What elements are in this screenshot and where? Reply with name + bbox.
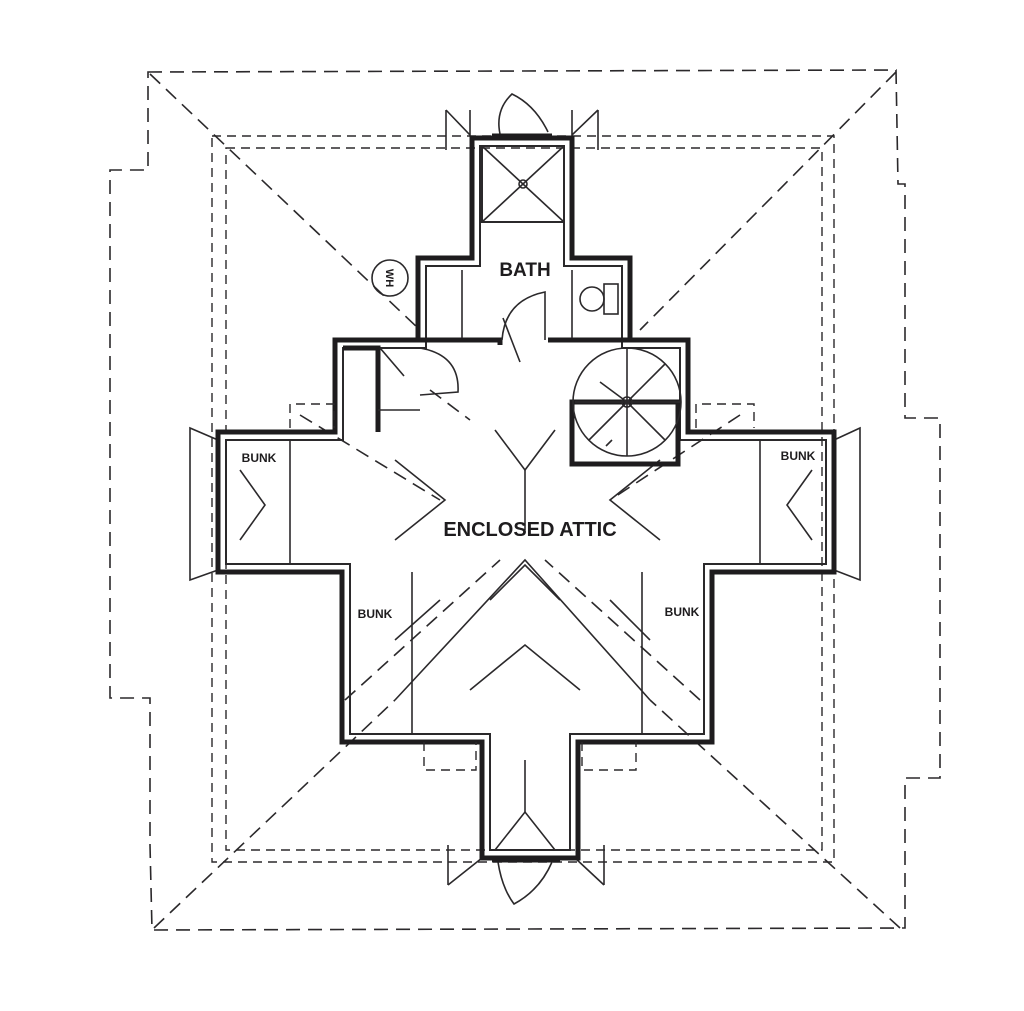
eave-line-outer — [211, 135, 835, 863]
room-label-attic: ENCLOSED ATTIC — [443, 519, 616, 541]
dormer-gables — [189, 109, 861, 886]
eave-line-inner — [225, 147, 823, 851]
closet-door-arc — [419, 347, 459, 396]
interior-wall-line — [225, 145, 827, 851]
tower-door-arc — [498, 93, 549, 135]
tower-room — [481, 145, 565, 223]
water-heater-label: WH — [383, 269, 395, 287]
roof-outline — [109, 69, 941, 931]
window-bumps — [289, 403, 755, 771]
ridge-lines — [239, 429, 813, 851]
toilet — [579, 283, 619, 315]
bath-door-arc — [501, 291, 546, 341]
exterior-wall — [215, 135, 837, 861]
room-label-bunk-right: BUNK — [781, 449, 816, 463]
roof-hips — [149, 71, 901, 929]
closet-wall — [343, 345, 381, 432]
spiral-stair — [569, 347, 682, 467]
room-label-bath: BATH — [499, 260, 550, 281]
bath-wall — [418, 337, 503, 345]
room-label-bunk-lower-left: BUNK — [358, 607, 393, 621]
room-label-bunk-left: BUNK — [242, 451, 277, 465]
bottom-door-arc — [497, 861, 553, 906]
room-label-bunk-lower-right: BUNK — [665, 605, 700, 619]
water-heater: WH — [371, 259, 409, 297]
